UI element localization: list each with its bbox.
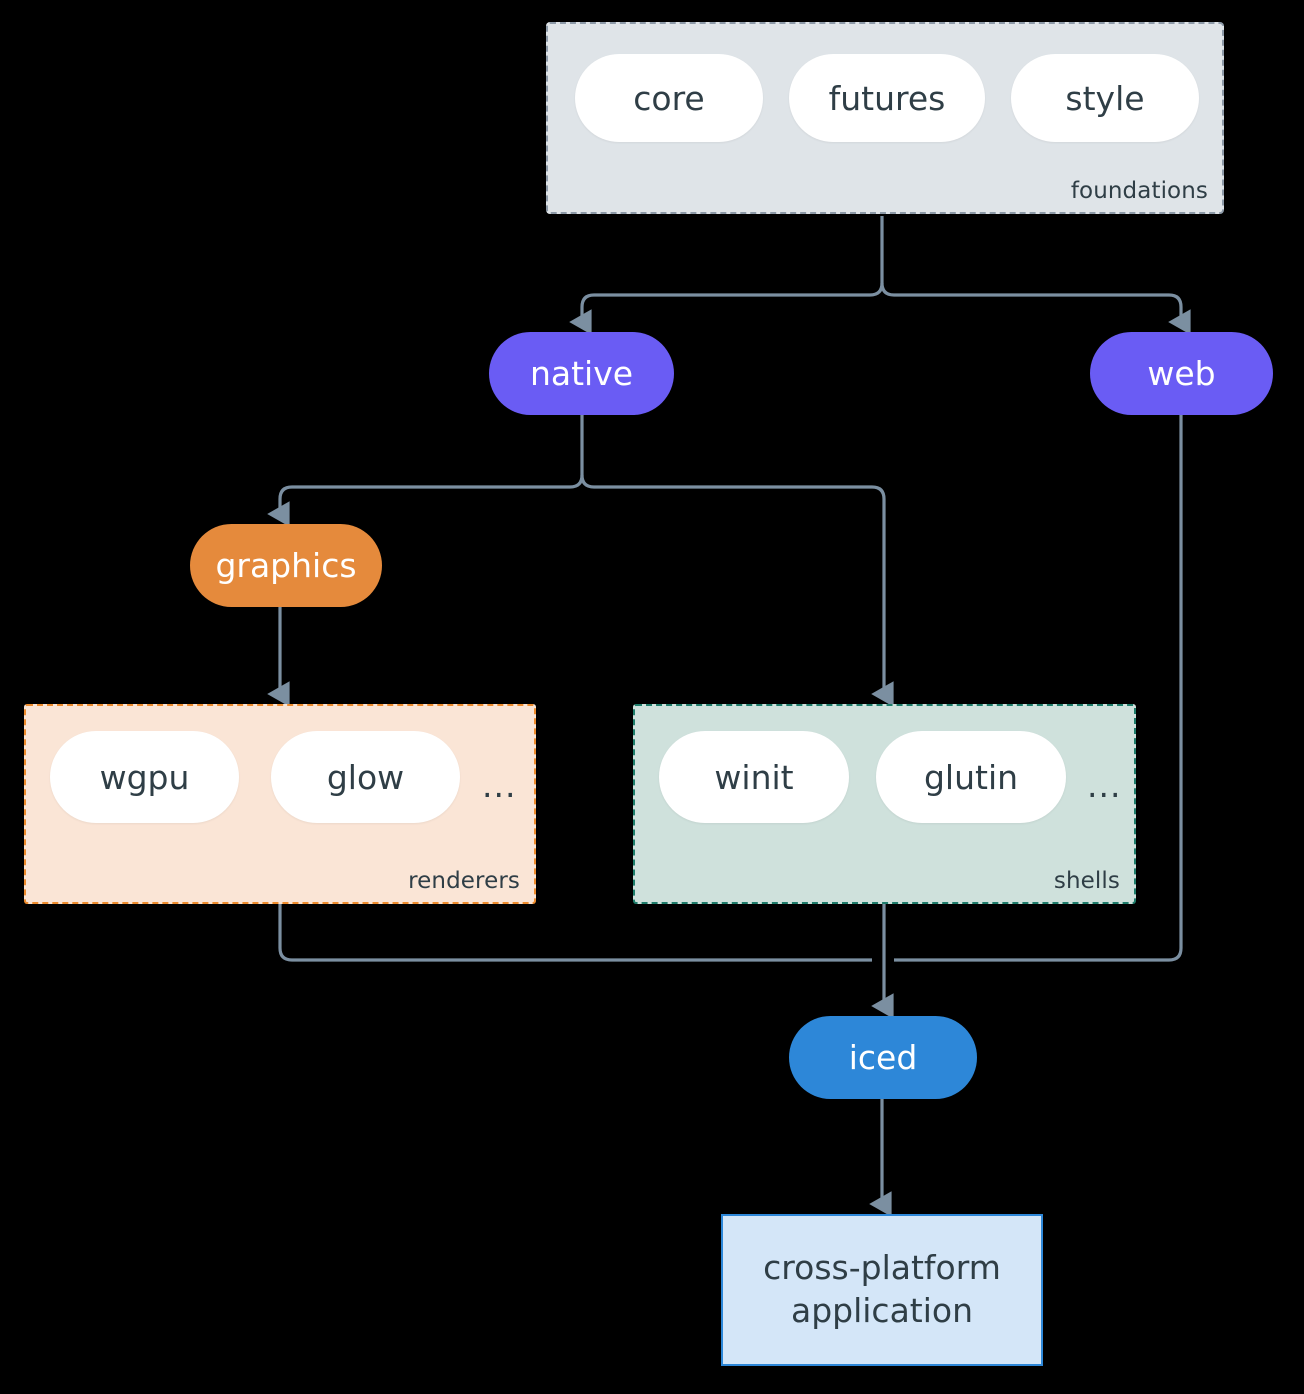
edge-foundations-native <box>569 293 870 335</box>
edge-foundations-split-right <box>880 282 895 297</box>
edge-foundations-web <box>894 293 1191 335</box>
pill-futures-label: futures <box>828 78 946 118</box>
pill-winit-label: winit <box>714 757 794 797</box>
edge-foundations-split <box>869 216 884 297</box>
node-iced-label: iced <box>848 1038 918 1077</box>
edge-renderers-iced <box>278 904 872 962</box>
pill-winit[interactable]: winit <box>659 731 849 823</box>
cluster-shells: winit glutin ... shells <box>633 704 1136 904</box>
shells-overflow-ellipsis: ... <box>1087 766 1122 805</box>
pill-style[interactable]: style <box>1011 54 1199 142</box>
edge-native-graphics <box>267 485 570 527</box>
pill-style-label: style <box>1065 78 1145 118</box>
pill-futures[interactable]: futures <box>789 54 985 142</box>
node-native-label: native <box>529 354 634 393</box>
edge-native-split-right <box>580 474 595 489</box>
pill-glow-label: glow <box>326 757 405 797</box>
edge-native-shells <box>594 485 894 707</box>
pill-core-label: core <box>633 78 705 118</box>
node-graphics-label: graphics <box>215 546 357 585</box>
node-web[interactable]: web <box>1090 332 1273 415</box>
cluster-renderers: wgpu glow ... renderers <box>24 704 536 904</box>
renderers-overflow-ellipsis: ... <box>482 766 517 805</box>
pill-wgpu-label: wgpu <box>99 757 190 797</box>
cluster-renderers-label: renderers <box>408 868 520 894</box>
node-iced[interactable]: iced <box>789 1016 977 1099</box>
application-label-line1: cross-platform <box>763 1248 1001 1288</box>
cluster-foundations-label: foundations <box>1070 178 1208 204</box>
pill-glow[interactable]: glow <box>271 731 460 823</box>
node-cross-platform-application[interactable]: cross-platform application <box>721 1214 1043 1366</box>
pill-glutin-label: glutin <box>923 757 1019 797</box>
pill-core[interactable]: core <box>575 54 763 142</box>
node-native[interactable]: native <box>489 332 674 415</box>
node-graphics[interactable]: graphics <box>190 524 382 607</box>
cluster-shells-label: shells <box>1053 868 1120 894</box>
pill-wgpu[interactable]: wgpu <box>50 731 239 823</box>
pill-glutin[interactable]: glutin <box>876 731 1066 823</box>
node-web-label: web <box>1147 354 1216 393</box>
cluster-foundations: core futures style foundations <box>546 22 1224 214</box>
edge-native-split <box>569 415 584 489</box>
application-label-line2: application <box>790 1291 974 1330</box>
